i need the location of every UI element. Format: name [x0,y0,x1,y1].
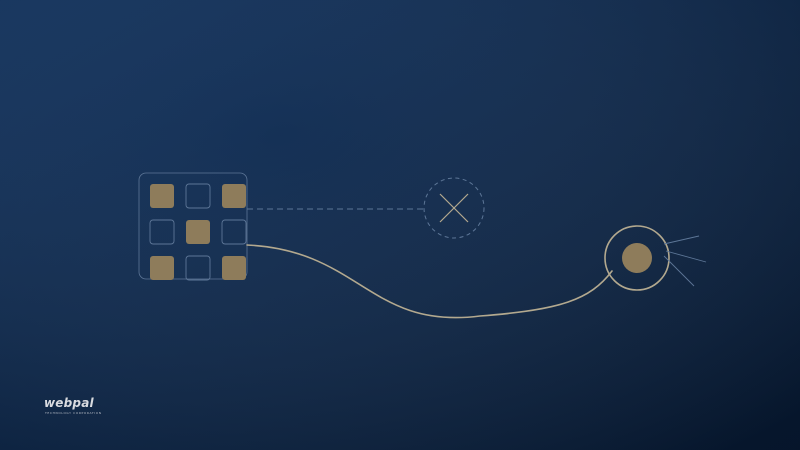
grid-cell-empty [185,183,211,209]
signal-line-3 [663,255,695,287]
grid-cell-empty [149,219,175,245]
x-circle-outline [423,177,485,239]
x-circle-icon [423,177,485,239]
grid-cell-filled [222,184,246,208]
target-icon [604,225,670,291]
grid-block [138,172,248,281]
brand-tagline: TECHNOLOGY CORPORATION [45,411,102,415]
grid-cell-empty [185,255,211,281]
grid-cell-filled [150,184,174,208]
grid-cell-filled [186,220,210,244]
grid-cell-filled [222,256,246,280]
grid-cell-filled [150,256,174,280]
target-ring [604,225,670,291]
grid-cells [149,183,247,281]
x-stroke-2 [439,193,469,223]
signal-line-1 [663,235,700,245]
signal-lines [663,235,707,287]
target-core [622,243,652,273]
signal-line-2 [665,250,707,263]
curved-connector [246,244,613,319]
brand-logo: webpal TECHNOLOGY CORPORATION [44,397,106,421]
brand-wordmark: webpal [44,396,94,410]
grid-frame [138,172,248,280]
grid-cell-empty [221,219,247,245]
